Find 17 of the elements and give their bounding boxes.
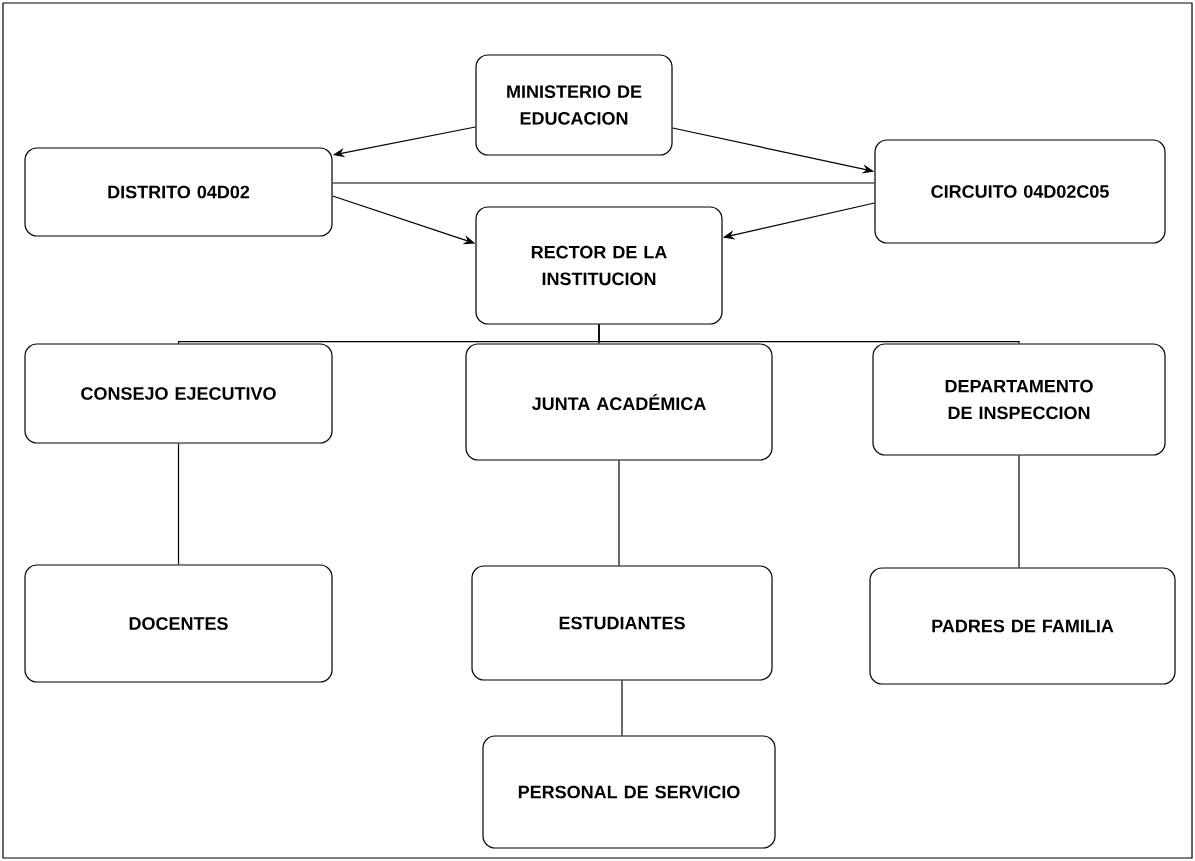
connector-line <box>1018 455 1020 568</box>
org-box: PADRES DE FAMILIA <box>869 567 1176 685</box>
connector-line <box>332 182 875 184</box>
org-box: RECTOR DE LA INSTITUCION <box>475 206 723 325</box>
org-box: DEPARTAMENTO DE INSPECCION <box>872 343 1166 456</box>
connector-line <box>621 680 623 736</box>
org-box: JUNTA ACADÉMICA <box>465 343 773 461</box>
org-box: CIRCUITO 04D02C05 <box>874 139 1166 244</box>
org-box: DOCENTES <box>24 564 333 683</box>
org-box: CONSEJO EJECUTIVO <box>24 343 333 444</box>
org-box: DISTRITO 04D02 <box>24 147 333 237</box>
connector-line <box>598 324 1020 344</box>
connector-line <box>618 460 620 566</box>
connector-line <box>177 443 180 565</box>
org-box: PERSONAL DE SERVICIO <box>482 735 776 849</box>
org-box: MINISTERIO DE EDUCACION <box>475 54 673 156</box>
org-box: ESTUDIANTES <box>471 565 773 681</box>
